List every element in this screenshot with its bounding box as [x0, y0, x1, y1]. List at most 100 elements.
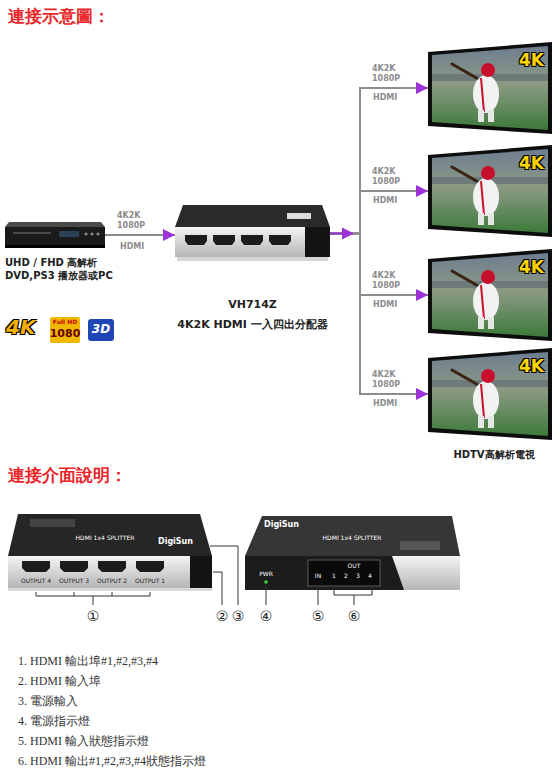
- caption: HDTV高解析電視: [453, 448, 534, 461]
- hdtv-screen: 4K: [428, 42, 552, 134]
- dvd-player-drawing-part: [96, 232, 99, 235]
- hdmi-splitter-drawing: [175, 205, 330, 262]
- hdtv-screen-drawing-part: [478, 110, 484, 122]
- logo-text: Full HD: [53, 318, 77, 326]
- note-item: 5. HDMI 輸入狀態指示燈: [18, 734, 149, 749]
- leader-line: [318, 588, 319, 605]
- hdtv-screen-drawing-part: [452, 64, 480, 80]
- note-item: 2. HDMI 輸入埠: [18, 674, 101, 689]
- hdmi-port: [98, 561, 126, 572]
- callout-number: ⑥: [348, 607, 361, 625]
- logo-text-holder: 1080: [50, 327, 81, 340]
- hdtv-screen-drawing-part: [452, 370, 480, 386]
- signal-label-holder: HDMI: [373, 399, 397, 409]
- indicator-label: PWR: [259, 570, 273, 578]
- hdtv-screen: 4K: [428, 348, 552, 440]
- leader-line: [354, 595, 355, 605]
- dvd-player: UHD / FHD 高解析 DVD,PS3 播放器或PC: [5, 222, 105, 248]
- dvd-player-drawing-part: [5, 227, 105, 245]
- housing-front: [8, 556, 212, 588]
- note-item: 1. HDMI 輸出埠#1,#2,#3,#4: [18, 654, 158, 669]
- hdtv-screen-drawing-part: [488, 416, 494, 428]
- note-item-holder: 4. 電源指示燈: [18, 714, 90, 729]
- signal-label-holder: HDMI: [120, 242, 144, 252]
- leader-line: [213, 572, 222, 605]
- note-item-holder: 1. HDMI 輸出埠#1,#2,#3,#4: [18, 654, 158, 669]
- signal-connector: [330, 234, 428, 296]
- 3d-logo: [88, 319, 114, 341]
- hdtv-screen-drawing-part: [481, 63, 495, 77]
- port-label-holder: OUTPUT 2: [97, 577, 127, 585]
- leader-line: [210, 546, 238, 605]
- signal-label: HDMI: [373, 93, 397, 103]
- brand-mark: DigiSun: [158, 537, 193, 547]
- edge-label-holder: 4K2K 1080P: [372, 64, 400, 84]
- indicator-label: OUT: [348, 562, 361, 570]
- hdtv-screen-drawing-part: [432, 253, 548, 337]
- hdtv-screen-drawing-part: [478, 317, 484, 329]
- logo-text-holder: 4K: [6, 315, 35, 340]
- port-label-holder: OUTPUT 1: [135, 577, 165, 585]
- hdtv-screen-drawing-part: [488, 317, 494, 329]
- indicator-label-holder: 4: [368, 572, 372, 580]
- dvd-player-drawing-part: [13, 232, 51, 234]
- port-label: OUTPUT 4: [21, 577, 51, 585]
- hdmi-port: [60, 561, 88, 572]
- indicator-label: 4: [368, 572, 372, 580]
- hdmi-splitter-drawing-part: [175, 205, 330, 227]
- dvd-player-drawing-part: [5, 245, 105, 248]
- port-label: OUTPUT 3: [59, 577, 89, 585]
- logo-text-holder: Full HD: [53, 318, 77, 326]
- hdtv-screen-drawing-part: [452, 271, 480, 287]
- brand-mark-holder: DigiSun: [158, 537, 193, 547]
- hdtv-screen-drawing-part: [481, 166, 495, 180]
- bracket-tick: [112, 592, 113, 596]
- indicator-label: 2: [344, 572, 348, 580]
- section-heading-holder: 連接介面說明：: [8, 465, 127, 486]
- hdmi-splitter-drawing-part: [241, 235, 263, 245]
- note-item-holder: 2. HDMI 輸入埠: [18, 674, 101, 689]
- connector-group: [105, 88, 428, 394]
- hdtv-screen-drawing-part: [488, 213, 494, 225]
- led-window: [308, 560, 380, 586]
- hdtv-screen-drawing-part: [452, 167, 480, 183]
- section-heading: 連接介面說明：: [8, 465, 127, 486]
- screen-badge: 4K: [519, 257, 544, 278]
- logo-text: 3D: [92, 322, 110, 337]
- hdmi-ports: [22, 561, 164, 572]
- arrow-line: [330, 233, 343, 235]
- housing-base: [8, 588, 212, 591]
- port-label-holder: OUTPUT 4: [21, 577, 51, 585]
- device-print: HDMI 1x4 SPLITTER: [323, 534, 382, 542]
- screen-badge: 4K: [519, 356, 544, 377]
- callout-number-holder: ⑤: [312, 607, 325, 625]
- hdtv-screen-drawing-part: [432, 352, 548, 436]
- signal-connector: [330, 191, 428, 234]
- indicator-label-holder: PWR: [259, 570, 273, 578]
- device-print-holder: HDMI 1x4 SPLITTER: [76, 534, 135, 542]
- logo-text: 1080: [50, 327, 81, 340]
- hdtv-screen-drawing-part: [473, 75, 499, 113]
- hdtv-screen-drawing-part: [481, 181, 484, 215]
- screen-badge: 4K: [519, 153, 544, 174]
- note-item: 6. HDMI 輸出#1,#2,#3,#4狀態指示燈: [18, 754, 206, 769]
- indicator-label-holder: 3: [356, 572, 360, 580]
- hdmi-splitter-drawing-part: [213, 235, 235, 245]
- screen-badge-holder: 4K: [519, 153, 544, 174]
- indicator-label-holder: 2: [344, 572, 348, 580]
- callout-number-holder: ②: [216, 607, 229, 625]
- indicator-label-holder: 1: [332, 572, 336, 580]
- hdtv-screen-drawing-part: [481, 384, 484, 418]
- signal-label-holder: HDMI: [373, 93, 397, 103]
- hdtv-screen-drawing-part: [473, 178, 499, 216]
- indicator-label: IN: [315, 572, 321, 580]
- hdmi-splitter-drawing-part: [269, 235, 291, 245]
- port-label-holder: OUTPUT 3: [59, 577, 89, 585]
- hdmi-port: [136, 561, 164, 572]
- device-caption-holder: 4K2K HDMI 一入四出分配器: [177, 318, 327, 332]
- signal-label-holder: HDMI: [373, 300, 397, 310]
- housing-front: [245, 556, 460, 590]
- edge-label-holder: 4K2K 1080P: [372, 271, 400, 291]
- device-caption-holder: VH714Z: [228, 298, 277, 312]
- housing-top: [245, 516, 460, 556]
